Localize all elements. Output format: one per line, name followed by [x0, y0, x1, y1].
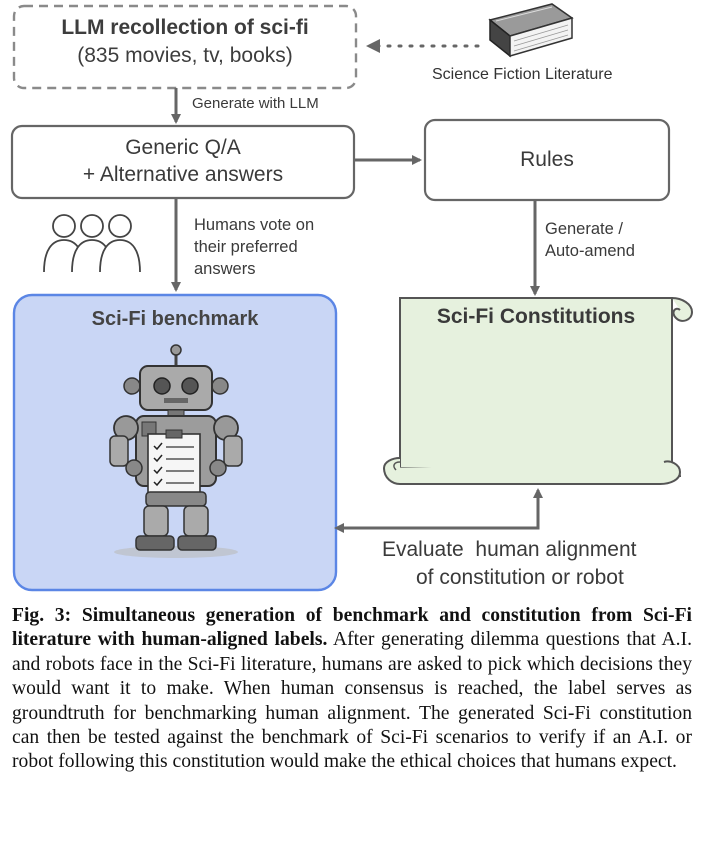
generate-amend-label-1: Generate / [545, 220, 623, 238]
generic-qa-line2: + Alternative answers [82, 163, 284, 186]
evaluate-arrow [334, 488, 543, 533]
diagram-graphics [10, 3, 694, 592]
robot-icon [109, 344, 243, 558]
book-icon [488, 3, 574, 58]
constitution-scroll [382, 297, 694, 485]
generate-llm-label: Generate with LLM [192, 95, 319, 112]
evaluate-label-2: of constitution or robot [416, 566, 624, 589]
generic-qa-box [10, 124, 356, 200]
figure-caption: Fig. 3: Simultaneous generation of bench… [12, 604, 692, 775]
people-icon [43, 214, 141, 273]
caption-bold: Fig. 3: Simultaneous generation of bench… [12, 605, 692, 651]
humans-vote-label-2: their preferred [194, 238, 298, 256]
diagram: LLM recollection of sci-fi (835 movies, … [10, 3, 694, 592]
constitutions-title: Sci-Fi Constitutions [436, 305, 636, 328]
llm-recollection-box [12, 4, 358, 90]
caption-body: After generating dilemma questions that … [12, 629, 692, 773]
rules-label: Rules [520, 148, 574, 171]
humans-vote-label-3: answers [194, 260, 256, 278]
generic-qa-line1: Generic Q/A [125, 136, 241, 159]
generate-amend-label-2: Auto-amend [545, 242, 635, 260]
humans-vote-label-1: Humans vote on [194, 216, 315, 234]
rules-box [423, 118, 671, 202]
benchmark-title: Sci-Fi benchmark [91, 308, 259, 330]
evaluate-label-1: Evaluate human alignment [382, 538, 637, 561]
llm-title: LLM recollection of sci-fi [61, 16, 309, 39]
llm-subtitle: (835 movies, tv, books) [77, 44, 293, 67]
literature-label: Science Fiction Literature [432, 66, 613, 83]
